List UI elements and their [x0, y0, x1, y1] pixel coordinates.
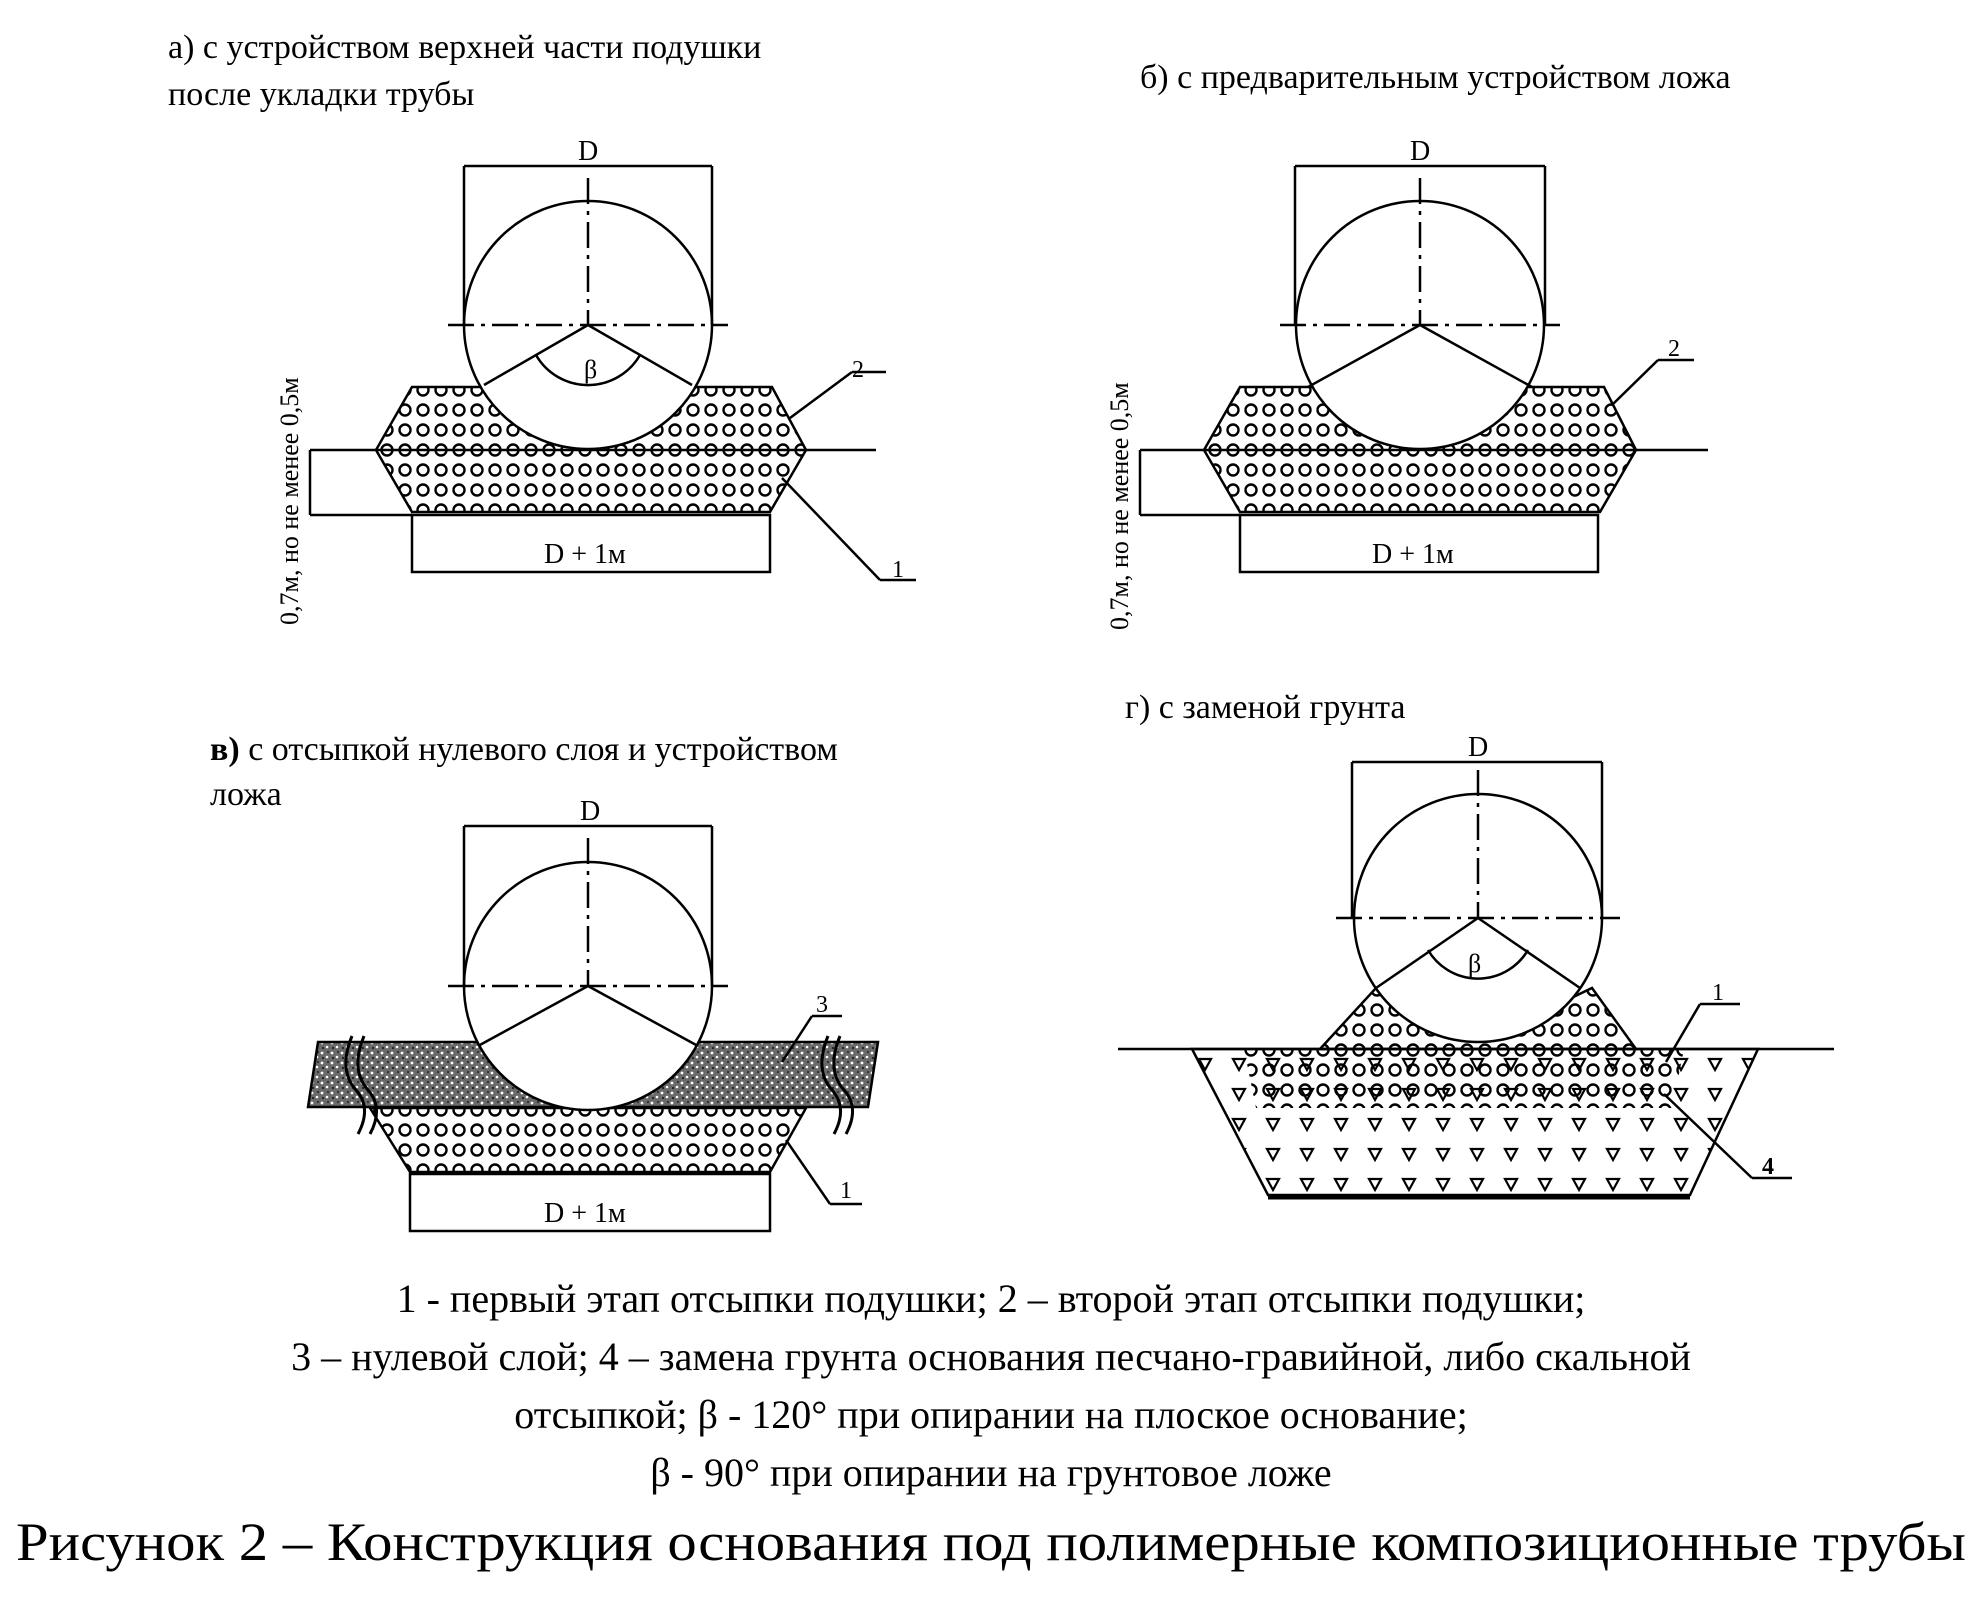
panel-v-callout-3: 3 — [816, 992, 828, 1018]
panel-v: в) с отсыпкой нулевого слоя и устройство… — [210, 731, 880, 1233]
legend-line-2: 3 – нулевой слой; 4 – замена грунта осно… — [291, 1334, 1691, 1379]
panel-b-dim-d-label: D — [1410, 136, 1430, 167]
panel-b-depth-label: 0,7м, но не менее 0,5м — [1105, 382, 1134, 630]
panel-b-base-dim-box — [1238, 513, 1600, 574]
panel-b-radius-right — [1419, 323, 1533, 389]
figure-caption: Рисунок 2 – Конструкция основания под по… — [16, 1512, 1966, 1572]
panel-v-break-mark-left-2 — [356, 1035, 378, 1135]
panel-b-base-dim-label: D + 1м — [1372, 539, 1454, 570]
panel-v-base-dim-label: D + 1м — [544, 1198, 626, 1229]
panel-g-bedding-layer — [1244, 1049, 1684, 1108]
panel-a-base-dim-label: D + 1м — [544, 539, 626, 570]
panel-a-leader-1 — [781, 477, 881, 581]
panel-a-callout-2: 2 — [852, 357, 864, 383]
panel-g-angle-label: β — [1468, 949, 1481, 978]
panel-a-depth-label: 0,7м, но не менее 0,5м — [275, 377, 304, 625]
panel-v-break-mark-right — [820, 1035, 842, 1135]
panel-v-title-rest: с отсыпкой нулевого слоя и устройством — [240, 731, 838, 768]
panel-v-break-mark-left — [344, 1035, 366, 1135]
panel-b-title: б) с предварительным устройством ложа — [1140, 59, 1731, 96]
panel-g: г) с заменой грунта β D 1 4 — [1118, 689, 1834, 1200]
panel-b-radius-left — [1307, 323, 1421, 389]
panel-g-radius-right — [1477, 916, 1581, 990]
panel-a-base-dim-box — [410, 513, 772, 574]
panel-g-dim-d-label: D — [1468, 732, 1488, 763]
legend: 1 - первый этап отсыпки подушки; 2 – вто… — [291, 1276, 1691, 1495]
panel-v-title-prefix: в) — [210, 731, 240, 768]
panel-g-callout-1: 1 — [1712, 980, 1724, 1006]
panel-a-angle-label: β — [584, 355, 597, 384]
panel-g-leader-1 — [1664, 1003, 1702, 1063]
panel-a-angle-arc — [534, 354, 642, 387]
panel-g-angle-arc — [1426, 949, 1530, 980]
panel-v-radius-right — [587, 984, 699, 1048]
panel-b: б) с предварительным устройством ложа D … — [1105, 59, 1731, 630]
panel-g-leader-4 — [1663, 1093, 1753, 1179]
panel-a-title-line1: а) с устройством верхней части подушки — [168, 29, 761, 66]
panel-g-callout-4: 4 — [1762, 1154, 1774, 1180]
panel-a-callout-1: 1 — [892, 557, 904, 583]
panel-v-base-dim-box — [408, 1172, 772, 1233]
panel-b-leader-2 — [1611, 359, 1659, 406]
panel-a-title-line2: после укладки трубы — [168, 76, 474, 113]
legend-line-3: отсыпкой; β - 120° при опирании на плоск… — [514, 1392, 1468, 1437]
panel-v-title-line1: в) с отсыпкой нулевого слоя и устройство… — [210, 731, 838, 768]
legend-line-4: β - 90° при опирании на грунтовое ложе — [650, 1450, 1331, 1495]
panel-g-title: г) с заменой грунта — [1125, 689, 1405, 726]
panel-v-radius-left — [477, 984, 589, 1048]
panel-v-callout-1: 1 — [840, 1178, 852, 1204]
panel-v-leader-3 — [780, 1015, 814, 1063]
panel-a: а) с устройством верхней части подушки п… — [168, 29, 916, 625]
panel-v-break-mark-right-2 — [832, 1035, 854, 1135]
panel-g-radius-left — [1375, 916, 1479, 990]
panel-b-callout-2: 2 — [1668, 336, 1680, 362]
panel-a-leader-2 — [789, 370, 853, 420]
panel-a-dim-d-label: D — [578, 136, 598, 167]
panel-v-title-line2: ложа — [210, 776, 282, 813]
legend-line-1: 1 - первый этап отсыпки подушки; 2 – вто… — [397, 1276, 1586, 1321]
panel-v-bedding-layer — [367, 1106, 809, 1174]
panel-v-dim-d-label: D — [580, 796, 600, 827]
panel-v-leader-1 — [784, 1139, 832, 1205]
